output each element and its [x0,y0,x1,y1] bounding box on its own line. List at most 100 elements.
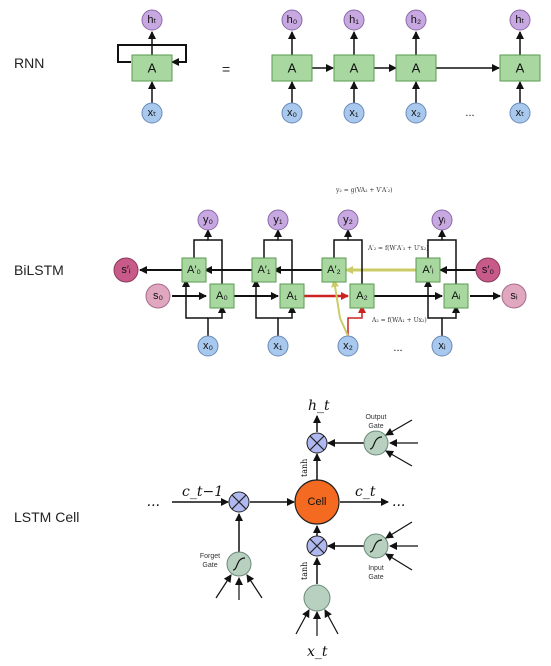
forget-sigmoid-icon [232,557,246,571]
x0-node [281,102,303,124]
bwd-cell-1 [251,257,277,283]
bx2-label: x₂ [343,340,353,352]
forget-in-3 [246,574,263,599]
unrolled-cell-t-label: A [516,61,525,76]
si-label: sᵢ [510,290,518,302]
fwd-cell-2 [349,283,375,309]
equals-sign: = [222,61,230,77]
rnn-folded: A hₜ xₜ [117,9,187,124]
input-in-1 [295,609,310,635]
fwd-cell-i-label: Aᵢ [451,290,460,302]
bwdi-to-yi [427,239,442,260]
tanh-top-label: tanh [300,459,309,477]
x1-to-bwd1 [252,279,278,319]
h-t-label: h_t [308,398,330,414]
bx1-node [267,335,289,357]
bwd-cell-2 [321,257,347,283]
input-gate-in-1 [385,521,413,539]
fwd1-to-y1 [274,229,293,286]
x1-to-fwd1 [277,305,296,336]
h1-node [343,9,365,31]
bx2-node [337,335,359,357]
x0-to-bwd0 [182,279,208,319]
unrolled-cell-0-label: A [288,61,297,76]
si-node [501,283,527,309]
rnn-ellipsis: ... [465,107,474,119]
s-prime-0-label: s′₀ [482,264,494,276]
s-prime-0-node [475,257,501,283]
s-prime-i-node [113,257,139,283]
lstm-cell-diagram: ... ... c_t−1 c_t Forget Gate Cell tanh … [147,398,418,660]
input-node [303,584,331,612]
rnn-cell-box [131,54,173,82]
unrolled-cell-2 [395,54,437,82]
x-t-label: x_t [307,644,328,660]
x1-label: x₁ [349,107,359,119]
input-gate-label-2: Gate [368,574,383,581]
c-t-label: c_t [355,484,376,500]
output-gate-node [363,430,389,456]
dots-left: ... [147,494,160,510]
x0-to-fwd0 [207,305,226,336]
bwd2-to-y2 [333,239,348,260]
forget-mult-x2 [231,494,247,510]
s-prime-i-label: s′ᵢ [121,264,131,276]
unrolled-cell-1 [333,54,375,82]
bxi-node [431,335,453,357]
formula-backward: A′₂ = f(W′A′₃ + U′x₂) [367,245,429,252]
lstm-cell-label: LSTM Cell [14,509,79,525]
xt-node [509,102,531,124]
ht-node [509,9,531,31]
output-gate-label-1: Output [365,414,386,421]
output-gate-in-3 [385,450,413,467]
yi-node [431,209,453,231]
output-sigmoid-icon [369,436,383,450]
rnn-cell-label: A [148,61,157,76]
y0-label: y₀ [203,214,213,226]
y1-node [267,209,289,231]
x1-node [343,102,365,124]
y2-node [337,209,359,231]
input-in-3 [324,609,339,635]
xi-to-bwdi [424,279,442,319]
rnn-label: RNN [14,55,44,71]
fwd-cell-2-label: A₂ [356,290,368,302]
bilstm-label: BiLSTM [14,262,64,278]
x2-node [405,102,427,124]
fwd2-to-y2 [344,229,363,286]
input-gate-label-1: Input [368,565,384,572]
yi-label: yᵢ [438,214,446,226]
formula-top: y₂ = g(VA₂ + V′A′₂) [335,187,392,194]
input-gate-node [363,533,389,559]
bwd-cell-2-label: A′₂ [327,264,341,276]
fwdi-to-yi [438,229,457,286]
xt-label: xₜ [516,107,525,119]
bwd-cell-i-label: A′ᵢ [422,264,433,276]
output-mult-x2 [309,435,325,451]
input-gate-in-3 [385,553,413,571]
forget-in-1 [215,574,232,599]
rnn-h-label: hₜ [147,14,156,26]
bx0-node [197,335,219,357]
input-sigmoid-icon [369,539,383,553]
h0-label: h₀ [287,14,298,26]
ht-label: hₜ [515,14,524,26]
rnn-x-label: xₜ [148,107,157,119]
bwd0-to-y0 [193,239,208,260]
xi-to-fwdi [441,305,460,336]
x2-to-fwd2 [347,305,366,336]
h2-label: h₂ [411,14,421,26]
bilstm-ellipsis: ... [393,342,402,354]
bwd-cell-0 [181,257,207,283]
rnn-h-node [141,9,163,31]
h2-node [405,9,427,31]
unrolled-cell-t [499,54,541,82]
fwd-cell-1-label: A₁ [286,290,297,302]
c-prev-label: c_t−1 [182,484,223,500]
fwd-cell-i [443,283,469,309]
y1-label: y₁ [273,214,283,226]
forget-gate-label-2: Gate [202,562,217,569]
bxi-label: xᵢ [438,340,446,352]
dots-right: ... [392,494,405,510]
forget-gate-label-1: Forget [200,553,220,560]
